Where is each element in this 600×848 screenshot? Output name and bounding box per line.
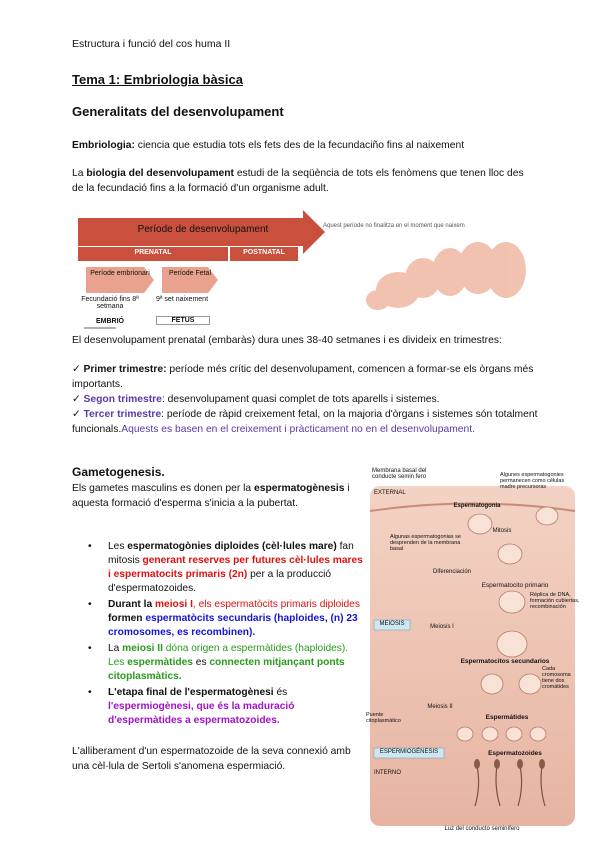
fetus-label: FETUS <box>156 316 210 325</box>
trimester-3: ✓ Tercer trimestre: període de ràpid cre… <box>72 407 542 437</box>
fetus-range: 9ª set naixement <box>156 296 209 303</box>
text: formen <box>108 613 146 624</box>
cada-label: Cada cromosoma tiene dos cromátides <box>542 666 571 690</box>
embrionari-label: Període embrionari <box>90 270 150 277</box>
fetal-label: Període Fetal <box>168 270 212 277</box>
embrio-range: Fecundació fins 8ª setmana <box>81 296 139 310</box>
meiosis-2-label: Meiosis II <box>427 704 453 710</box>
arrow-label: Període de desenvolupament <box>137 224 269 235</box>
biologia-pre: La <box>72 168 87 179</box>
algunes1-label: Algunes espermatogonies permanecen como … <box>500 472 565 490</box>
mitosis-label: Mitosis <box>492 528 512 534</box>
trimester-2: ✓ Segon trimestre: desenvolupament quasi… <box>72 392 542 407</box>
trimester-1: ✓ Primer trimestre: període més crític d… <box>72 362 542 392</box>
list-item: La meiosi II dóna origen a espermàtides … <box>88 642 365 684</box>
text: Les <box>108 541 128 552</box>
check-icon: ✓ <box>72 364 81 375</box>
page-header: Estructura i funció del cos huma II <box>72 38 231 50</box>
embriologia-term: Embriologia: <box>72 140 135 151</box>
spermatogenesis-graphic <box>369 486 576 826</box>
replica-label: Réplica de DNA, formación cubiertas, rec… <box>530 592 580 610</box>
text: L'etapa final de l'espermatogènesi <box>108 687 274 698</box>
text: espermatòcits secundaris (haploides, (n)… <box>108 613 358 638</box>
espermatogonia-label: Espermatogonia <box>453 503 501 509</box>
prenatal-label: PRENATAL <box>134 249 172 256</box>
gametogenesis-heading: Gametogenesis. <box>72 465 165 479</box>
check-icon: ✓ <box>72 409 81 420</box>
embriologia-def: ciencia que estudia tots els fets des de… <box>134 140 465 151</box>
intro-part-1: Els gametes masculins es donen per la <box>72 483 255 494</box>
gametogenesis-intro: Els gametes masculins es donen per la es… <box>72 481 362 511</box>
puente-label: Puente citoplasmático <box>366 712 401 724</box>
luz-label: Luz del conducto seminífero <box>444 826 520 832</box>
text: Durant la <box>108 599 155 610</box>
page-title: Tema 1: Embriologia bàsica <box>72 72 243 87</box>
text: generant reserves per futures cèl·lules … <box>108 555 363 580</box>
intro-part-2: i aquesta formació d'esperma s'inicia a … <box>72 483 350 509</box>
spermatogenesis-list: Les espermatogònies diploides (cèl·lules… <box>88 540 365 730</box>
trimester-2-label: Segon trimestre <box>83 394 162 405</box>
meiosis-tag: MEIOSIS <box>379 621 405 627</box>
membrana-label: Membrana basal del conducte semin fero <box>372 468 427 480</box>
list-item: Durant la meiosi I, els espermatòcits pr… <box>88 598 365 640</box>
text: La <box>108 643 123 654</box>
text: es <box>192 657 210 668</box>
trimester-3-extra: Aquests es basen en el creixement i pràc… <box>121 424 475 435</box>
text: dóna origen a espermàtides (haploides). … <box>108 643 349 668</box>
algunes2-label: Algunas espermatogonias se desprenden de… <box>390 534 461 552</box>
prenatal-paragraph: El desenvolupament prenatal (embaràs) du… <box>72 335 502 346</box>
external-label: EXTERNAL <box>374 490 406 496</box>
trimester-2-text: : desenvolupament quasi complet de tots … <box>161 394 440 405</box>
trimester-1-label: Primer trimestre: <box>83 364 167 375</box>
embrio-label: EMBRIÓ <box>96 318 124 325</box>
embriologia-definition: Embriologia: ciencia que estudia tots el… <box>72 138 542 153</box>
section-subtitle: Generalitats del desenvolupament <box>72 104 284 119</box>
text: , els espermatòcits primaris diploides <box>192 599 360 610</box>
trimester-1-text: període més crític del desenvolupament, … <box>72 364 534 390</box>
secundaris-label: Espermatocitos secundarios <box>460 658 550 665</box>
espermiacio-paragraph: L'alliberament d'un espermatozoide de la… <box>72 746 351 772</box>
development-arrow-graphic <box>78 210 526 329</box>
espermiogenesi-tag: ESPERMIOGÉNESIS <box>379 749 439 755</box>
meiosis-1-label: Meiosis I <box>430 624 454 630</box>
text: connecten mitjançant ponts citoplasmàtic… <box>108 657 345 682</box>
intro-term: espermatogènesis <box>254 483 345 494</box>
text: és <box>273 687 288 698</box>
text: l'espermiogènesi, que és la maduració d'… <box>108 701 295 726</box>
diferenciacio-label: Diferenciación <box>432 569 472 575</box>
text: meiosi I <box>154 599 193 610</box>
text: per a la producció d'espermatozoides. <box>108 569 332 594</box>
text: meiosi II <box>122 643 163 654</box>
biologia-rest: estudi de la seqüència de tots els fenòm… <box>72 168 524 194</box>
postnatal-label: POSTNATAL <box>243 249 285 256</box>
biologia-paragraph: La biologia del desenvolupament estudi d… <box>72 166 532 196</box>
period-note: Aquest període no finalitza en el moment… <box>323 223 465 229</box>
biologia-term: biologia del desenvolupament <box>86 168 234 179</box>
list-item: Les espermatogònies diploides (cèl·lules… <box>88 540 365 596</box>
trimester-3-label: Tercer trimestre <box>83 409 162 420</box>
spermatogenesis-diagram: Membrana basal del conducte semin fero E… <box>362 466 582 836</box>
espermatozoides-label: Espermatozoides <box>488 750 542 757</box>
text: espermàtides <box>127 657 193 668</box>
espermatides-label: Espermátides <box>485 714 529 721</box>
trimester-3-text: : període de ràpid creixement fetal, on … <box>72 409 538 435</box>
check-icon: ✓ <box>72 394 81 405</box>
text: espermatogònies diploides (cèl·lules mar… <box>127 541 337 552</box>
text: fan mitosis <box>108 541 354 566</box>
list-item: L'etapa final de l'espermatogènesi és l'… <box>88 686 365 728</box>
development-period-diagram: Període de desenvolupament PRENATAL POST… <box>78 210 530 330</box>
interno-label: INTERNO <box>374 770 401 776</box>
primari-label: Espermatocito primario <box>481 582 549 589</box>
